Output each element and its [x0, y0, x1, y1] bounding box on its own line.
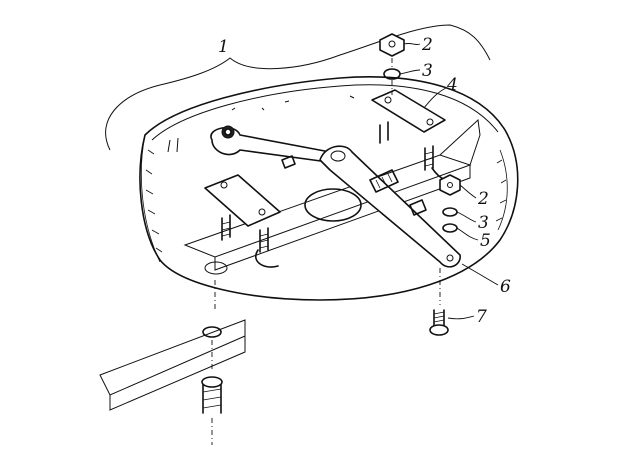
washer-right: [442, 207, 458, 217]
label-6: 6: [500, 277, 511, 297]
label-4: 4: [446, 75, 458, 95]
center-hole: [304, 188, 362, 222]
label-2-top: 2: [421, 35, 433, 55]
label-3-right: 3: [478, 213, 489, 233]
assembly-brace: [105, 24, 491, 151]
contact-arm: [210, 125, 331, 163]
label-1: 1: [218, 37, 229, 57]
strip-6: [319, 145, 461, 268]
hex-nut-right: [439, 174, 461, 196]
screw-7: [429, 268, 449, 336]
label-5: 5: [480, 231, 491, 251]
washer-5: [442, 223, 458, 233]
lower-exploded-strip: [99, 280, 246, 445]
left-terminal-plate: [204, 174, 281, 227]
label-7: 7: [476, 307, 487, 327]
terminal-plate-4: [371, 89, 446, 133]
hex-nut-top: [379, 33, 405, 57]
label-3-top: 3: [422, 61, 433, 81]
housing-plate: [139, 76, 519, 301]
label-2-right: 2: [477, 189, 489, 209]
